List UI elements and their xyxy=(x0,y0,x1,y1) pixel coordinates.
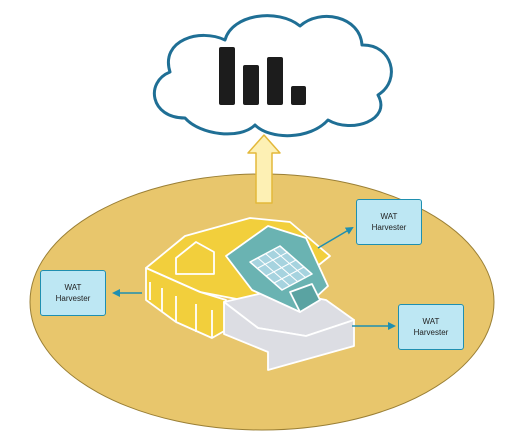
connector-top-right xyxy=(317,226,354,249)
house-gray-front xyxy=(223,301,355,371)
harvester-bottom-right-line2: Harvester xyxy=(413,328,449,337)
chart-bar-2 xyxy=(243,65,259,105)
bar-chart-icon xyxy=(219,47,306,105)
house-yellow-gable xyxy=(175,241,215,275)
harvester-top-right-line1: WAT xyxy=(380,212,398,221)
house-yellow-front xyxy=(145,267,227,339)
harvester-left-line1: WAT xyxy=(64,283,82,292)
up-arrow-icon xyxy=(247,134,281,204)
chart-bar-4 xyxy=(291,86,306,105)
chart-bar-1 xyxy=(219,47,235,105)
harvester-left-line2: Harvester xyxy=(55,294,91,303)
house-yellow-porch xyxy=(149,282,213,338)
harvester-box-bottom-right: WAT Harvester xyxy=(398,304,464,350)
harvester-box-left: WAT Harvester xyxy=(40,270,106,316)
harvester-top-right-line2: Harvester xyxy=(371,223,407,232)
house-icon xyxy=(145,217,355,371)
house-teal-chimney xyxy=(289,283,321,313)
solar-panel-icon xyxy=(249,245,313,291)
harvester-bottom-right-line1: WAT xyxy=(422,317,440,326)
harvester-box-top-right: WAT Harvester xyxy=(356,199,422,245)
chart-bar-3 xyxy=(267,57,283,105)
